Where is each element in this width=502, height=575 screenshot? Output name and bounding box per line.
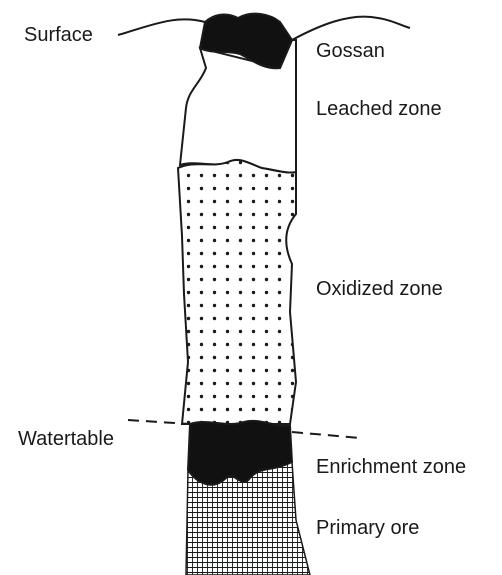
watertable-line-right: [292, 432, 360, 438]
gossan-label: Gossan: [316, 40, 385, 62]
enrichment-zone-label: Enrichment zone: [316, 456, 466, 478]
leached-zone-label: Leached zone: [316, 98, 442, 120]
oxidized-zone: [178, 160, 296, 424]
surface-label: Surface: [24, 24, 93, 46]
watertable-line-left: [128, 420, 190, 424]
watertable-label: Watertable: [18, 428, 114, 450]
primary-ore-label: Primary ore: [316, 517, 419, 539]
oxidized-zone-label: Oxidized zone: [316, 278, 443, 300]
